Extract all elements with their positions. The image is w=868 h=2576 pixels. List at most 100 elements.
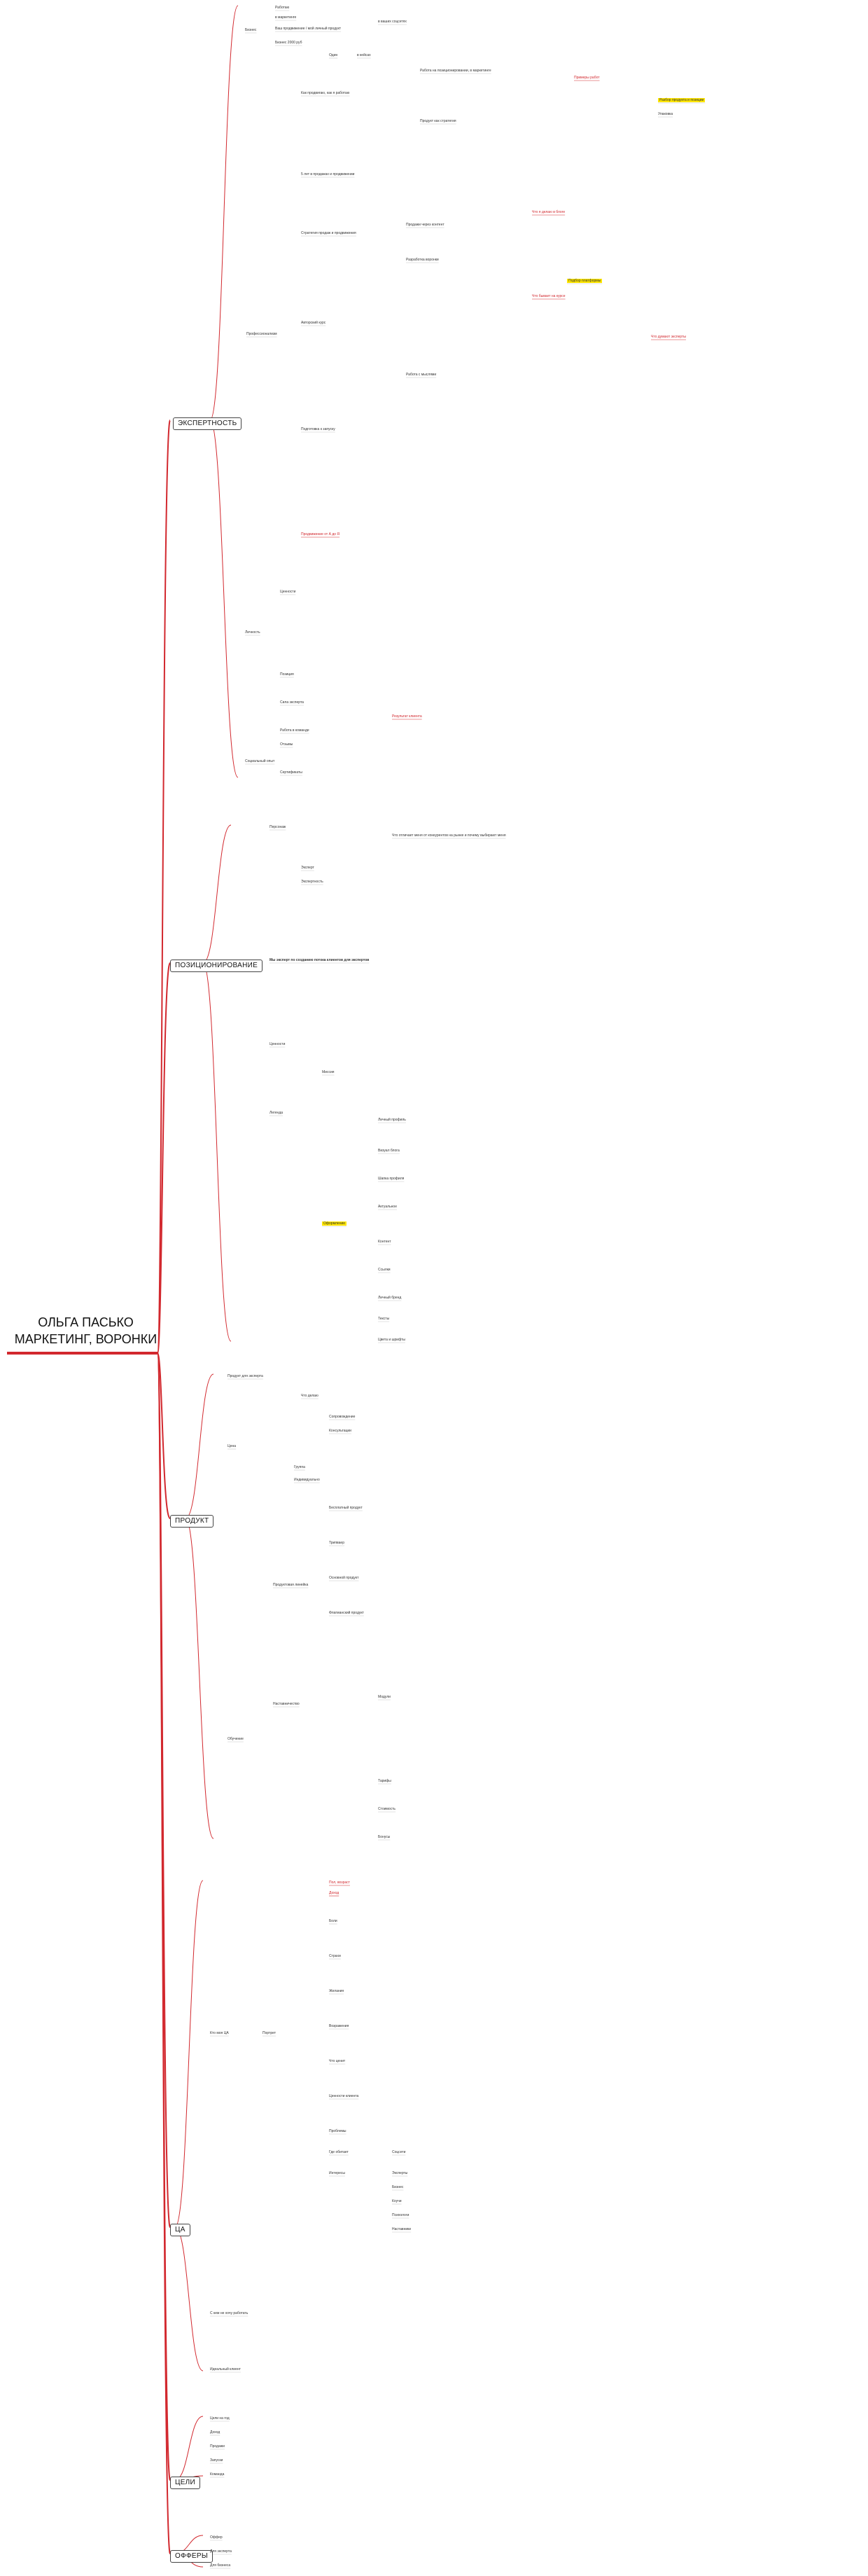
node-g05: Команда xyxy=(210,2472,225,2477)
node-e28: Ценности xyxy=(280,590,296,594)
connector-positioning-top xyxy=(202,824,232,964)
node-pr18: Бонусы xyxy=(378,1835,391,1839)
node-o02: Для эксперта xyxy=(210,2549,232,2554)
node-g03: Продажи xyxy=(210,2444,225,2449)
connector-product-top xyxy=(185,1373,214,1519)
node-pr12: Флагманский продукт xyxy=(329,1611,364,1615)
node-c20: С кем не хочу работать xyxy=(210,2311,248,2315)
branch-expertise[interactable]: ЭКСПЕРТНОСТЬ xyxy=(173,417,242,430)
node-pr08: Продуктовая линейка xyxy=(273,1583,309,1587)
node-e21: Подбор платформы xyxy=(567,279,603,283)
node-o03: Для бизнеса xyxy=(210,2563,231,2568)
node-e17: Стратегия продаж и продвижения xyxy=(301,231,356,235)
node-p11: Визуал блога xyxy=(378,1149,400,1153)
node-g02: Доход xyxy=(210,2430,220,2435)
node-e13: Примеры работ xyxy=(574,76,600,80)
node-c03: Пол, возраст xyxy=(329,1881,350,1885)
node-e29: Социальный опыт xyxy=(245,759,275,763)
node-pr17: Стоимость xyxy=(378,1807,396,1811)
node-pr06: Группа xyxy=(294,1465,305,1469)
branch-ca[interactable]: ЦА xyxy=(170,2224,190,2236)
node-e19: Что я делаю в блоге xyxy=(532,210,566,214)
node-c14: Интересы xyxy=(329,2171,346,2175)
branch-positioning[interactable]: ПОЗИЦИОНИРОВАНИЕ xyxy=(170,960,263,972)
connector-goals-top xyxy=(174,2416,204,2481)
connector-root-offers xyxy=(157,1352,171,2554)
connector-product-bottom xyxy=(185,1518,214,1839)
node-p01: Персонаж xyxy=(270,825,286,829)
node-c16: Бизнес xyxy=(392,2185,404,2189)
node-e09: Профессионализм xyxy=(246,332,277,336)
node-p13: Актуальное xyxy=(378,1205,397,1209)
node-e25: Подготовка к запуску xyxy=(301,427,335,431)
node-pr14: Обучение xyxy=(227,1737,244,1741)
node-e14: Продукт как стратегия xyxy=(420,119,456,123)
node-e32: Сила эксперта xyxy=(280,700,304,705)
root-underline xyxy=(7,1352,158,1355)
node-e34: Результат клиента xyxy=(392,714,422,719)
node-e23: Что бывает на курсе xyxy=(532,294,566,298)
node-c06: Страхи xyxy=(329,1954,341,1958)
connector-ca-bottom xyxy=(174,2227,204,2371)
node-p10: Личный профиль xyxy=(378,1118,406,1122)
node-p07: Миссия xyxy=(322,1070,335,1074)
connector-root-positioning xyxy=(157,962,171,1354)
node-e36: Сертификаты xyxy=(280,770,302,775)
node-g04: Запуски xyxy=(210,2458,223,2463)
node-e15: Разбор продукта и позиции xyxy=(658,98,706,102)
node-p04: Что отличает меня от конкурентов на рынк… xyxy=(392,833,506,838)
node-e20: Разработка воронки xyxy=(406,258,439,262)
node-p06: Ценности xyxy=(270,1042,286,1046)
node-c04: Доход xyxy=(329,1891,340,1895)
node-p17: Тексты xyxy=(378,1317,390,1321)
node-e11: 5 лет в продажах и продвижении xyxy=(301,172,355,176)
node-e33: Работа в команде xyxy=(280,728,309,733)
node-e24: Что думают эксперты xyxy=(651,335,686,339)
node-c13: Соцсети xyxy=(392,2150,406,2154)
node-e10: Как продвигаю, как я работаю xyxy=(301,91,350,95)
node-p03: Экспертность xyxy=(301,880,323,884)
node-c09: Что ценит xyxy=(329,2059,346,2063)
branch-product[interactable]: ПРОДУКТ xyxy=(170,1515,214,1528)
node-p12: Шапка профиля xyxy=(378,1177,405,1181)
node-g01: Цели на год xyxy=(210,2416,230,2421)
node-e05: в ваших соцсетях xyxy=(378,20,407,24)
connector-root-expertise xyxy=(157,420,171,1354)
node-pr01: Продукт для эксперта xyxy=(227,1374,263,1378)
node-p02: Эксперт xyxy=(301,866,314,870)
node-c19: Наставники xyxy=(392,2227,412,2231)
node-e18: Продажи через контент xyxy=(406,223,444,227)
node-c18: Психологи xyxy=(392,2213,410,2217)
node-p09: Оформление xyxy=(322,1221,347,1226)
node-c11: Проблемы xyxy=(329,2129,346,2133)
node-p08: Легенда xyxy=(270,1111,284,1115)
root-title-line1: ОЛЬГА ПАСЬКО xyxy=(38,1315,134,1329)
node-e26: Работа с мыслями xyxy=(406,373,437,377)
node-p14: Контент xyxy=(378,1240,391,1244)
connector-expertise-bottom xyxy=(209,420,239,778)
root-title-line2: МАРКЕТИНГ, ВОРОНКИ xyxy=(14,1332,158,1346)
node-pr13: Наставничество xyxy=(273,1702,300,1706)
node-p18: Цвета и шрифты xyxy=(378,1338,405,1342)
branch-goals[interactable]: ЦЕЛИ xyxy=(170,2477,201,2489)
node-pr09: Бесплатный продукт xyxy=(329,1506,363,1510)
node-e04: Ваш продвижение / мой личный продукт xyxy=(275,27,342,31)
node-c15: Эксперты xyxy=(392,2171,408,2175)
node-c08: Возражения xyxy=(329,2024,349,2028)
branch-offers[interactable]: ОФФЕРЫ xyxy=(170,2550,213,2563)
node-p16: Личный бренд xyxy=(378,1296,402,1300)
node-e16: Упаковка xyxy=(658,112,673,116)
node-e35: Отзывы xyxy=(280,742,293,747)
connector-expertise-top xyxy=(209,5,239,421)
node-e01: Работаю xyxy=(275,6,290,10)
node-c17: Коучи xyxy=(392,2199,402,2203)
node-e02: в маркетинге xyxy=(275,15,297,20)
connector-ca-top xyxy=(174,1880,204,2228)
connector-positioning-bottom xyxy=(202,962,232,1342)
node-e06: Бизнес 2000 руб xyxy=(275,41,302,45)
node-c21: Идеальный клиент xyxy=(210,2367,241,2371)
node-e08: в кейсах xyxy=(357,53,371,57)
node-c05: Боли xyxy=(329,1919,337,1923)
node-e22: Авторский курс xyxy=(301,321,326,325)
connector-root-product xyxy=(157,1352,171,1519)
